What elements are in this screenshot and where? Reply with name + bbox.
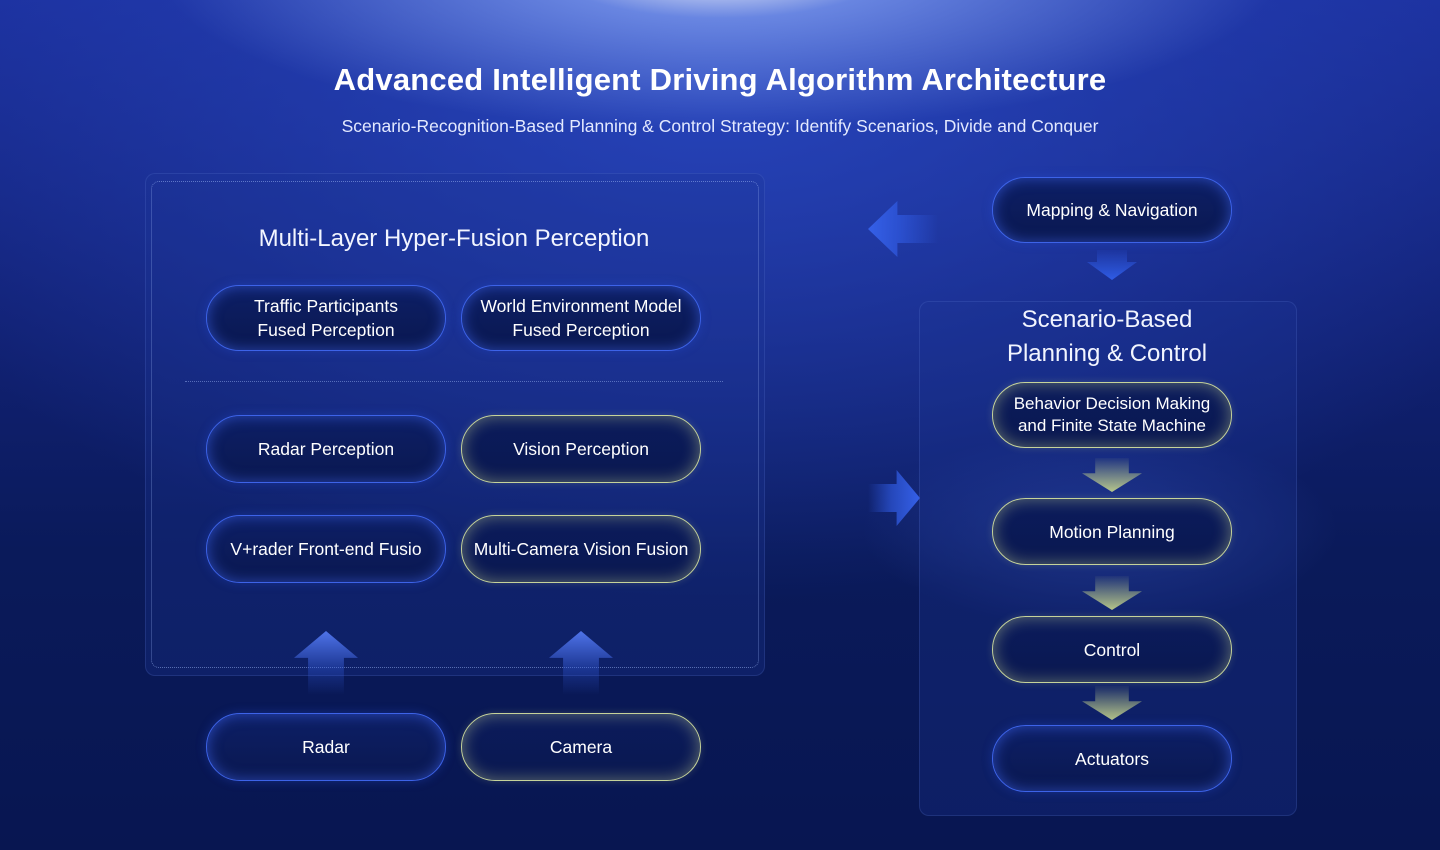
camera-sensor-node: Camera <box>461 713 701 781</box>
perception-to-planning-arrow-icon <box>868 470 920 526</box>
perception-panel-dotted-border <box>151 181 759 668</box>
behavior-decision-node: Behavior Decision Making and Finite Stat… <box>992 382 1232 448</box>
mapping-navigation-node: Mapping & Navigation <box>992 177 1232 243</box>
multi-camera-vision-fusion-node: Multi-Camera Vision Fusion <box>461 515 701 583</box>
motion-planning-node: Motion Planning <box>992 498 1232 565</box>
planning-panel-title: Scenario-Based Planning & Control <box>1006 306 1208 367</box>
control-node: Control <box>992 616 1232 683</box>
front-end-fusion-node: V+rader Front-end Fusio <box>206 515 446 583</box>
perception-panel-title: Multi-Layer Hyper-Fusion Perception <box>258 225 650 252</box>
world-environment-model-fused-perception-node: World Environment Model Fused Perception <box>461 285 701 351</box>
traffic-participants-fused-perception-node: Traffic Participants Fused Perception <box>206 285 446 351</box>
mapping-down-arrow-icon <box>1087 250 1137 280</box>
page-title: Advanced Intelligent Driving Algorithm A… <box>333 62 1107 97</box>
perception-divider <box>185 381 723 382</box>
radar-sensor-node: Radar <box>206 713 446 781</box>
page-subtitle: Scenario-Recognition-Based Planning & Co… <box>341 116 1099 136</box>
vision-perception-node: Vision Perception <box>461 415 701 483</box>
mapping-to-perception-arrow-icon <box>868 201 938 257</box>
radar-perception-node: Radar Perception <box>206 415 446 483</box>
actuators-node: Actuators <box>992 725 1232 792</box>
